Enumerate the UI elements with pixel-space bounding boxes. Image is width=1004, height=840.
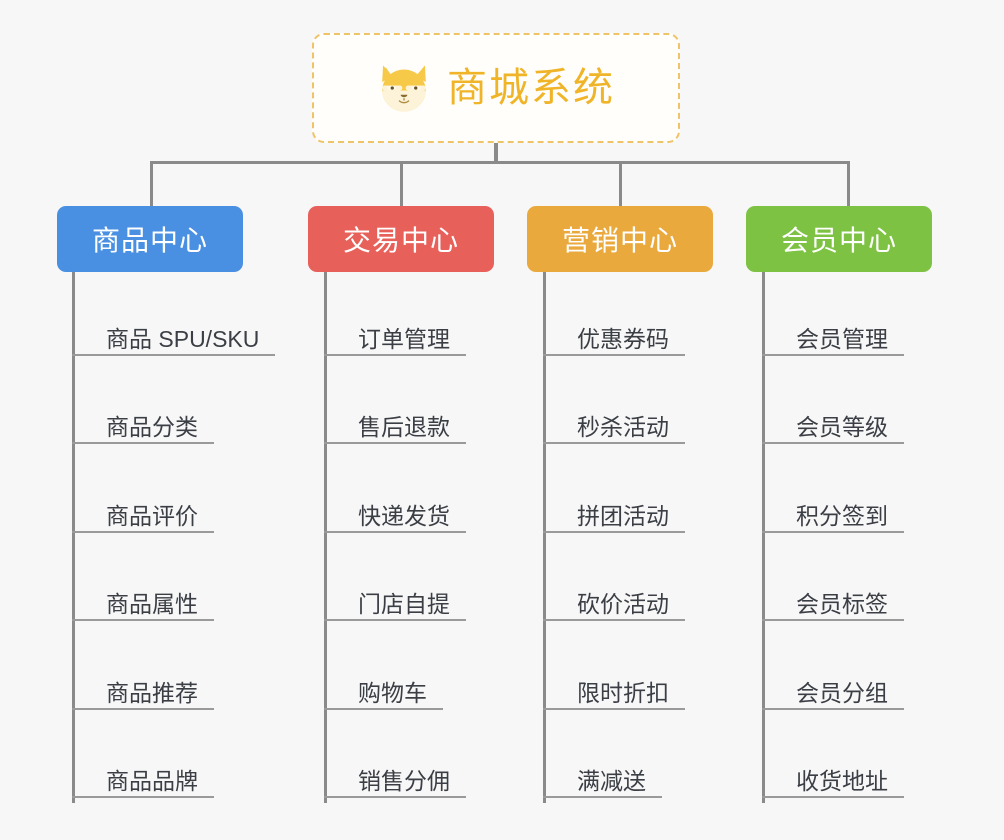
branch-label-3: 会员中心 bbox=[780, 225, 897, 256]
branch-box-1[interactable]: 交易中心 bbox=[308, 206, 494, 272]
root-node-content: 商城系统 bbox=[377, 62, 615, 114]
branch-box-2[interactable]: 营销中心 bbox=[527, 206, 713, 272]
leaf-label: 优惠券码 bbox=[543, 324, 685, 356]
root-node[interactable]: 商城系统 bbox=[312, 33, 680, 143]
connector-horizontal-bar bbox=[150, 161, 850, 164]
leaf-label: 秒杀活动 bbox=[543, 412, 685, 444]
leaf-label: 拼团活动 bbox=[543, 501, 685, 533]
leaf-label: 门店自提 bbox=[324, 589, 466, 621]
leaf-label: 会员分组 bbox=[762, 678, 904, 710]
leaf-rail-0 bbox=[72, 272, 75, 803]
leaf-label: 商品分类 bbox=[72, 412, 214, 444]
leaf-label: 会员标签 bbox=[762, 589, 904, 621]
leaf-label: 快递发货 bbox=[324, 501, 466, 533]
connector-drop-3 bbox=[619, 161, 622, 206]
leaf-label: 限时折扣 bbox=[543, 678, 685, 710]
shiba-dog-face-icon bbox=[377, 62, 431, 114]
branch-label-1: 交易中心 bbox=[342, 225, 459, 256]
branch-box-3[interactable]: 会员中心 bbox=[746, 206, 932, 272]
leaf-label: 商品品牌 bbox=[72, 766, 214, 798]
branch-label-2: 营销中心 bbox=[561, 225, 678, 256]
root-title: 商城系统 bbox=[447, 66, 615, 110]
connector-root-stem bbox=[494, 143, 498, 164]
leaf-label: 购物车 bbox=[324, 678, 443, 710]
leaf-label: 会员等级 bbox=[762, 412, 904, 444]
leaf-label: 售后退款 bbox=[324, 412, 466, 444]
leaf-rail-3 bbox=[762, 272, 765, 803]
leaf-label: 砍价活动 bbox=[543, 589, 685, 621]
leaf-rail-2 bbox=[543, 272, 546, 803]
leaf-label: 会员管理 bbox=[762, 324, 904, 356]
leaf-label: 积分签到 bbox=[762, 501, 904, 533]
branch-label-0: 商品中心 bbox=[91, 225, 208, 256]
connector-drop-2 bbox=[400, 161, 403, 206]
leaf-label: 订单管理 bbox=[324, 324, 466, 356]
leaf-label: 商品属性 bbox=[72, 589, 214, 621]
leaf-label: 商品推荐 bbox=[72, 678, 214, 710]
connector-drop-4 bbox=[847, 161, 850, 206]
connector-drop-1 bbox=[150, 161, 153, 206]
branch-box-0[interactable]: 商品中心 bbox=[57, 206, 243, 272]
leaf-label: 商品 SPU/SKU bbox=[72, 324, 276, 356]
leaf-label: 满减送 bbox=[543, 766, 662, 798]
leaf-label: 销售分佣 bbox=[324, 766, 466, 798]
leaf-rail-1 bbox=[324, 272, 327, 803]
leaf-label: 收货地址 bbox=[762, 766, 904, 798]
leaf-label: 商品评价 bbox=[72, 501, 214, 533]
